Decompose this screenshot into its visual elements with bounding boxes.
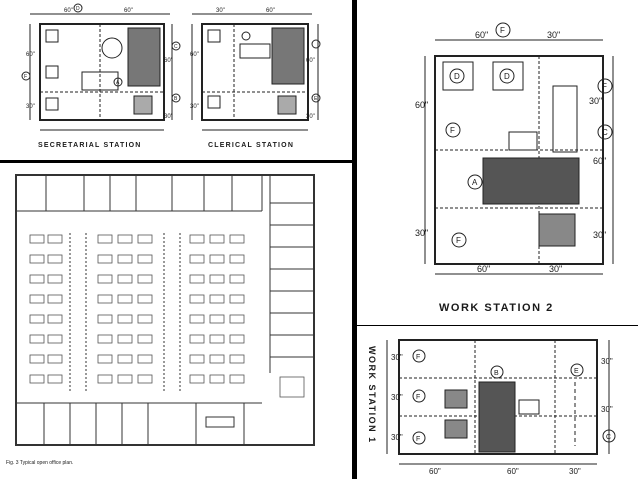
cle-dim-top-right: 60" xyxy=(266,8,275,14)
ws1-dim-bottom-2: 60" xyxy=(507,467,519,476)
office-plan-caption: Fig. 3 Typical open office plan. xyxy=(6,460,74,466)
secretarial-plan xyxy=(29,13,173,131)
ws1-dim-left-2: 30" xyxy=(391,393,403,402)
ws1-dim-bottom-3: 30" xyxy=(569,467,581,476)
sec-dim-left-2: 30" xyxy=(26,104,35,110)
bottom-offices xyxy=(16,402,262,445)
ws1-dim-left-3: 30" xyxy=(391,433,403,442)
bubble-d: D xyxy=(76,6,80,12)
stations-drawing: 60" 60" 60" 30" 60" 30" 30" 60" 60" 30" … xyxy=(21,3,321,131)
ws1-bubble-f2: F xyxy=(416,394,420,401)
ws2-bubble-f-bottom: F xyxy=(456,236,461,245)
cle-dim-left-2: 30" xyxy=(190,104,199,110)
ws2-bubble-d1: D xyxy=(454,72,460,81)
sec-dim-left-1: 60" xyxy=(26,52,35,58)
bubble-c: C xyxy=(174,44,178,50)
bubble-b: B xyxy=(174,96,178,102)
ws1-bubble-f1: F xyxy=(416,354,420,361)
workstation-grid xyxy=(29,234,305,398)
ws2-bubble-a: A xyxy=(472,178,478,187)
sec-dim-top-right: 60" xyxy=(124,8,133,14)
bubble-a: A xyxy=(116,80,120,86)
ws2-dim-right-1: 30" xyxy=(589,96,602,106)
ws2-bubble-f-left: F xyxy=(450,126,455,135)
ws1-dim-right-1: 30" xyxy=(601,357,613,366)
ws2-dim-top-left: 60" xyxy=(475,30,488,40)
bubble-f: F xyxy=(24,74,27,80)
bubble-e: E xyxy=(314,96,318,102)
cle-dim-left-1: 60" xyxy=(190,52,199,58)
clerical-plan xyxy=(191,13,319,131)
ws1-dim-right-2: 30" xyxy=(601,405,613,414)
work-station-2-title: WORK STATION 2 xyxy=(439,302,554,314)
work-station-1-panel: 30" 30" 30" 30" 30" 60" 60" 30" F F F B … xyxy=(357,326,638,479)
ws2-dim-right-2: 60" xyxy=(593,156,606,166)
clerical-caption: CLERICAL STATION xyxy=(208,142,295,149)
stations-panel: 60" 60" 60" 30" 60" 30" 30" 60" 60" 30" … xyxy=(0,0,352,160)
ws1-bubble-e: E xyxy=(574,368,579,375)
sec-dim-top-left: 60" xyxy=(64,8,73,14)
ws1-dim-left-1: 30" xyxy=(391,353,403,362)
ws2-dim-bottom-left: 60" xyxy=(477,264,490,274)
right-offices xyxy=(269,175,314,373)
secretarial-caption: SECRETARIAL STATION xyxy=(38,142,142,149)
ws2-bubble-d2: D xyxy=(504,72,510,81)
ws2-bubble-f-right: F xyxy=(602,82,607,91)
cle-dim-top-left: 30" xyxy=(216,8,225,14)
work-station-2-drawing: 60" 30" 60" 30" 30" 60" 30" 60" 30" D D … xyxy=(415,22,614,275)
top-offices xyxy=(16,175,263,212)
cle-dim-right-2: 30" xyxy=(306,114,315,120)
ws1-bubble-b: B xyxy=(494,370,499,377)
office-plan-drawing xyxy=(15,174,315,446)
ws1-bubble-c: C xyxy=(606,434,611,441)
ws1-dim-bottom-1: 60" xyxy=(429,467,441,476)
ws1-bubble-f3: F xyxy=(416,436,420,443)
work-station-1-drawing: 30" 30" 30" 30" 30" 60" 60" 30" F F F B … xyxy=(367,339,616,476)
ws2-dim-top-right: 30" xyxy=(547,30,560,40)
ws2-dim-left-2: 30" xyxy=(415,228,428,238)
sec-dim-right-1: 60" xyxy=(164,58,173,64)
sec-dim-right-2: 30" xyxy=(164,114,173,120)
cle-dim-right-1: 60" xyxy=(306,58,315,64)
office-plan-panel: Fig. 3 Typical open office plan. xyxy=(0,163,352,479)
work-station-2-panel: 60" 30" 60" 30" 30" 60" 30" 60" 30" D D … xyxy=(357,0,638,325)
ws2-dim-bottom-right: 30" xyxy=(549,264,562,274)
ws2-dim-left-1: 60" xyxy=(415,100,428,110)
ws2-bubble-c: C xyxy=(602,128,608,137)
ws2-dim-right-3: 30" xyxy=(593,230,606,240)
work-station-1-title: WORK STATION 1 xyxy=(367,346,377,444)
ws2-bubble-f-top: F xyxy=(500,26,505,35)
